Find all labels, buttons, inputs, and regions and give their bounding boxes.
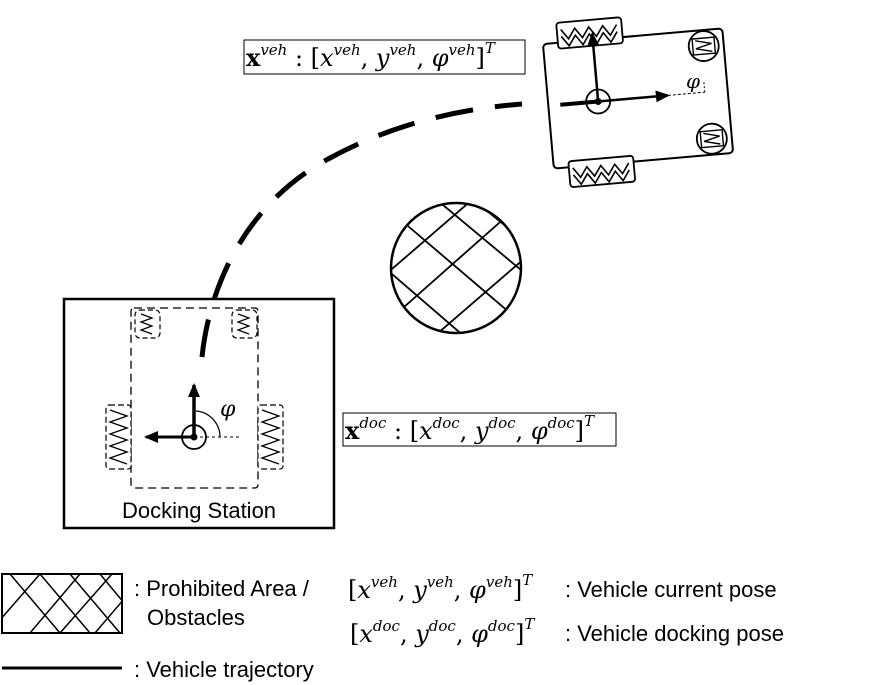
vehicle-pose-box: xveh : [xveh, yveh, φveh]T <box>243 39 526 75</box>
current-vehicle <box>542 16 734 188</box>
docking-pose-box: xdoc : [xdoc, ydoc, φdoc]T <box>342 412 617 447</box>
docking-station: φ Docking Station <box>62 297 336 530</box>
legend-trajectory-label: : Vehicle trajectory <box>134 657 314 682</box>
docked-front-wheel-right <box>231 309 258 339</box>
docked-side-wheel-right <box>257 404 284 470</box>
obstacle <box>389 201 523 335</box>
veh-vector-sup: veh <box>260 41 287 59</box>
legend-obstacle-label-2: Obstacles <box>147 605 245 630</box>
legend-obstacle-label-1: : Prohibited Area / <box>134 576 310 601</box>
docked-side-wheel-left <box>105 404 132 470</box>
legend-obstacle-swatch <box>1 573 123 634</box>
svg-text:xdoc : [xdoc, ydoc, φdoc]T: xdoc : [xdoc, ydoc, φdoc]T <box>345 412 595 445</box>
vehicle-caster-top <box>687 30 720 62</box>
vehicle-caster-bottom <box>695 122 728 155</box>
legend-docking-pose-expr: [xdoc, ydoc, φdoc]T <box>350 615 535 648</box>
legend: : Prohibited Area / Obstacles : Vehicle … <box>1 571 784 682</box>
docked-angle-label: φ <box>220 397 236 422</box>
vehicle-wheel-top <box>555 16 624 50</box>
doc-vector-symbol: x <box>345 416 360 445</box>
vehicle-angle-label: φ <box>686 69 700 93</box>
legend-docking-pose-label: : Vehicle docking pose <box>565 621 784 646</box>
doc-vector-sup: doc <box>359 414 387 432</box>
vehicle-trajectory <box>199 101 523 358</box>
docked-front-wheel-left <box>134 309 161 339</box>
svg-text:xveh : [xveh, yveh, φveh]T: xveh : [xveh, yveh, φveh]T <box>246 39 496 72</box>
veh-vector-symbol: x <box>246 43 261 72</box>
docking-station-label: Docking Station <box>122 498 276 523</box>
vehicle-wheel-bottom <box>567 155 636 188</box>
legend-current-pose-expr: [xveh, yveh, φveh]T <box>348 571 533 604</box>
legend-current-pose-label: : Vehicle current pose <box>565 577 777 602</box>
